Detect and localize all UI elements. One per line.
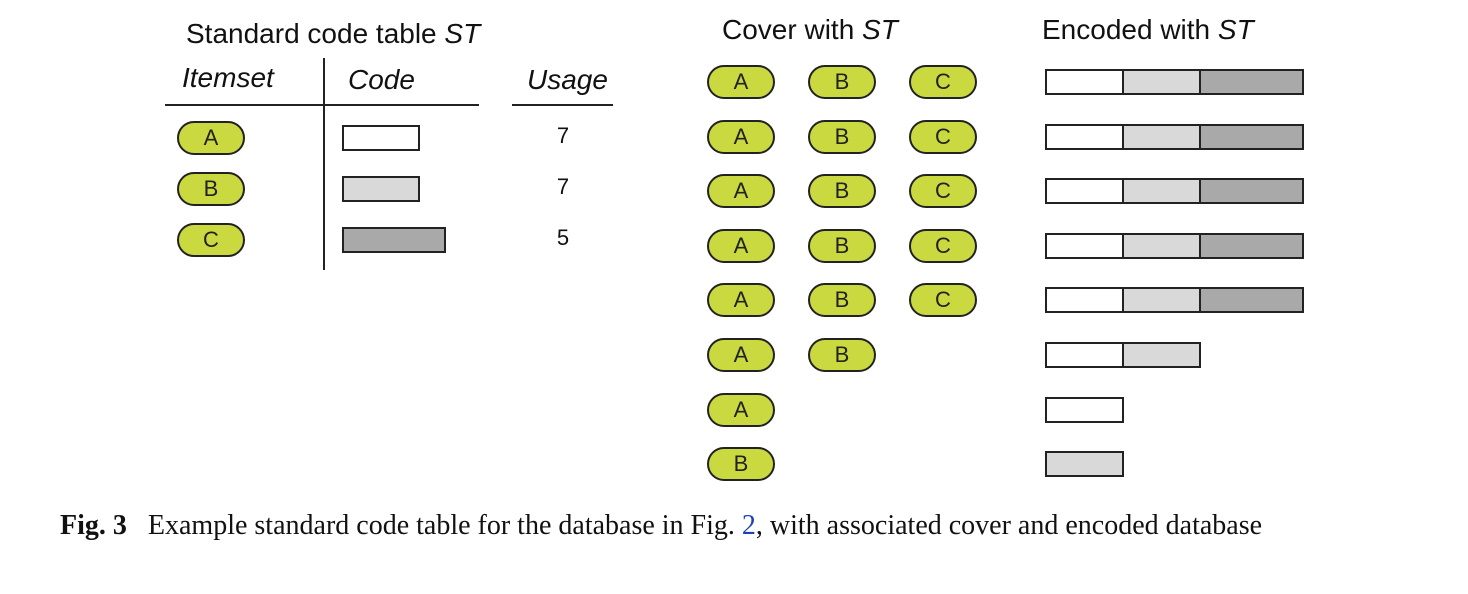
cover-item: C	[909, 283, 977, 318]
cover-title-symbol: ST	[862, 14, 898, 45]
encoded-code-dark	[1199, 232, 1304, 259]
code-c	[342, 227, 446, 253]
encoded-title-prefix: Encoded with	[1042, 14, 1218, 45]
itemset-a: A	[177, 121, 245, 155]
usage-header: Usage	[527, 64, 608, 95]
figure: Standard code table ST Itemset Code Usag…	[165, 14, 1304, 482]
usage-b: 7	[556, 174, 570, 199]
usage-header-rule	[512, 104, 613, 106]
encoded-code-light	[1122, 69, 1201, 95]
cover-item: B	[808, 65, 876, 99]
encoded-code-light	[1045, 451, 1124, 478]
cover-item: B	[707, 447, 775, 482]
cover-item: C	[909, 174, 977, 209]
cover-item: A	[707, 119, 775, 154]
encoded-code-white	[1045, 123, 1124, 150]
cover-item: A	[707, 65, 775, 99]
code-b	[342, 176, 420, 202]
encoded-code-dark	[1199, 178, 1304, 205]
encoded-code-white	[1045, 232, 1124, 259]
caption-text: Example standard code table for the data…	[147, 510, 742, 541]
cover-item: A	[707, 338, 775, 372]
encoded-code-dark	[1199, 287, 1304, 314]
cover-title-prefix: Cover with	[722, 14, 863, 45]
encoded-code-light	[1122, 342, 1201, 368]
usage-a: 7	[556, 123, 570, 148]
encoded-code-white	[1045, 178, 1124, 205]
usage-c: 5	[556, 225, 570, 250]
cover-item: B	[808, 228, 876, 263]
caption-spacer	[127, 510, 148, 541]
figure-caption: Fig. 3 Example standard code table for t…	[60, 510, 1262, 542]
cover-item: A	[707, 174, 775, 209]
code-header: Code	[348, 64, 415, 95]
encoded-code-white	[1045, 69, 1124, 95]
itemset-header: Itemset	[182, 62, 274, 93]
code-a	[342, 125, 420, 151]
cover-item: C	[909, 119, 977, 154]
code-table-title-prefix: Standard code table	[186, 18, 445, 49]
itemset-b: B	[177, 172, 245, 206]
encoded-code-light	[1122, 178, 1201, 205]
encoded-code-dark	[1199, 69, 1304, 95]
encoded-code-light	[1122, 287, 1201, 314]
cover-item: B	[808, 174, 876, 209]
encoded-code-light	[1122, 123, 1201, 150]
cover-item: A	[707, 283, 775, 318]
caption-label: Fig. 3	[60, 510, 127, 541]
cover-item: B	[808, 338, 876, 372]
cover-title: Cover with ST	[722, 14, 898, 46]
caption-text-end: , with associated cover and encoded data…	[755, 510, 1263, 541]
cover-item: B	[808, 283, 876, 318]
cover-item: A	[707, 392, 775, 427]
cover-item: B	[808, 119, 876, 154]
encoded-code-dark	[1199, 123, 1304, 150]
itemset-c: C	[177, 223, 245, 257]
encoded-code-white	[1045, 287, 1124, 314]
encoded-code-white	[1045, 342, 1124, 368]
code-table-title: Standard code table ST	[186, 18, 480, 50]
header-rule	[165, 104, 479, 106]
encoded-title: Encoded with ST	[1042, 14, 1254, 46]
cover-item: C	[909, 65, 977, 99]
encoded-title-symbol: ST	[1217, 14, 1254, 45]
column-divider	[323, 58, 325, 270]
cover-item: A	[707, 228, 775, 263]
code-table-title-symbol: ST	[444, 18, 481, 49]
cover-item: C	[909, 228, 977, 263]
figure-reference-link[interactable]: 2	[741, 510, 756, 541]
encoded-code-white	[1045, 396, 1124, 423]
encoded-code-light	[1122, 232, 1201, 259]
